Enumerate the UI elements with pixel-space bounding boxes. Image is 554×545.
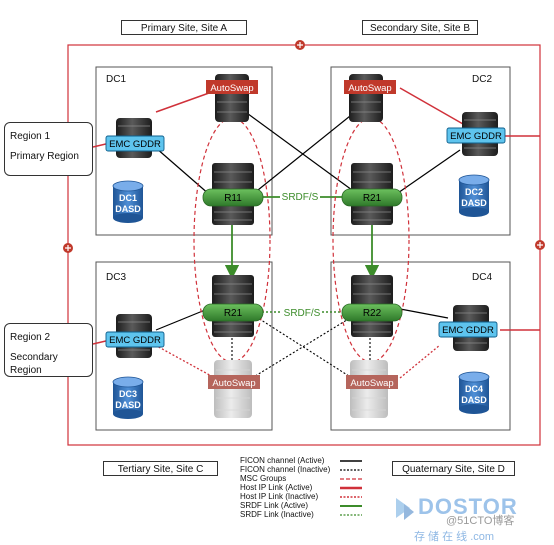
dc4-dasd-label-2: DASD [461,395,487,405]
ring-connector-top [295,40,305,50]
site-label-a: Primary Site, Site A [121,20,247,35]
dc4-autoswap-box [346,375,398,389]
dc2-dasd-label-2: DASD [461,198,487,208]
ficon-inactive-4 [257,317,353,379]
host-ip-link-dc2-autoswap [399,87,464,125]
host-ip-inactive-dc3 [154,344,216,379]
dc4-dasd [458,371,490,414]
dc1-label: DC1 [106,74,127,85]
dc3-gddr-label: EMC GDDR [109,335,161,346]
ficon-dc2-r11 [257,107,361,191]
dc3-autoswap-label: AutoSwap [212,378,255,389]
dc2-storage-array [341,163,403,225]
site-label-c: Tertiary Site, Site C [103,461,218,476]
ficon-inactive-3 [251,317,351,379]
ficon-dc4-r22 [394,307,449,319]
dc1-storage-array [202,163,264,225]
host-ip-link-dc1-autoswap [155,92,210,113]
dc3-storage-array [202,275,264,337]
srdf-top-label: SRDF/S [282,192,319,203]
dc1-autoswap-label: AutoSwap [210,83,253,94]
dc1-array-label: R11 [224,193,242,204]
region-1-name: Region 1 [10,131,51,142]
dc3-dasd-label-2: DASD [115,400,141,410]
region-1-desc: Primary Region [10,151,79,162]
dc2-dasd-label-1: DC2 [465,187,483,197]
dc4-gddr-label: EMC GDDR [442,325,494,336]
region-2-name: Region 2 [10,332,51,343]
dc4-autoswap-label: AutoSwap [350,378,393,389]
dc2-array-label: R21 [363,193,382,204]
srdf-bottom-label: SRDF/S [284,308,321,319]
legend-label-msc: MSC Groups [240,474,287,483]
dc2-dasd [458,174,490,217]
dc3-array-label: R21 [224,308,243,319]
dc3-gddr-box [105,331,165,348]
dc2-gddr-box [446,127,506,144]
dc3-label: DC3 [106,272,127,283]
dc1-dasd-label-1: DC1 [119,193,137,203]
watermark-logo [396,498,414,520]
watermark-line2: 存 储 在 线 .com [414,531,495,543]
ficon-dc1-r11 [155,147,211,196]
dc1-dasd [112,180,144,223]
site-label-d: Quaternary Site, Site D [392,461,515,476]
dc2-gddr-label: EMC GDDR [450,131,502,142]
dc4-gddr-box [438,321,498,338]
dc1-gddr-box [105,135,165,152]
dc2-autoswap-box [344,80,396,94]
legend-label-ficon-inactive: FICON channel (Inactive) [240,465,331,474]
dc1-gddr-label: EMC GDDR [109,139,161,150]
dc1-dasd-label-2: DASD [115,204,141,214]
dc3-autoswap-box [208,375,260,389]
region-2-box: Region 2 Secondary Region [4,323,93,377]
dc2-label: DC2 [472,74,493,85]
legend-label-hostip-active: Host IP Link (Active) [240,483,313,492]
legend-label-srdf-active: SRDF Link (Active) [240,501,309,510]
dc1-autoswap-box [206,80,258,94]
dc4-storage-array [341,275,403,337]
watermark-brand: DOSTOR [418,494,518,519]
region-1-box: Region 1 Primary Region [4,122,93,176]
legend-label-hostip-inactive: Host IP Link (Inactive) [240,492,319,501]
ring-connector-left [63,243,73,253]
dc4-dasd-label-1: DC4 [465,384,483,394]
dc2-autoswap-label: AutoSwap [348,83,391,94]
dc4-label: DC4 [472,272,493,283]
legend-label-srdf-inactive: SRDF Link (Inactive) [240,510,314,519]
ring-connector-right [535,240,545,250]
ficon-dc1-r21b [239,107,353,191]
legend-label-ficon-active: FICON channel (Active) [240,456,325,465]
dc3-dasd [112,376,144,419]
dc4-array-label: R22 [363,308,382,319]
host-ip-inactive-dc4 [399,344,441,379]
region-2-desc: Secondary Region [10,352,58,376]
site-label-b: Secondary Site, Site B [362,20,478,35]
watermark-line1: @51CTO博客 [446,515,515,527]
dc3-dasd-label-1: DC3 [119,389,137,399]
